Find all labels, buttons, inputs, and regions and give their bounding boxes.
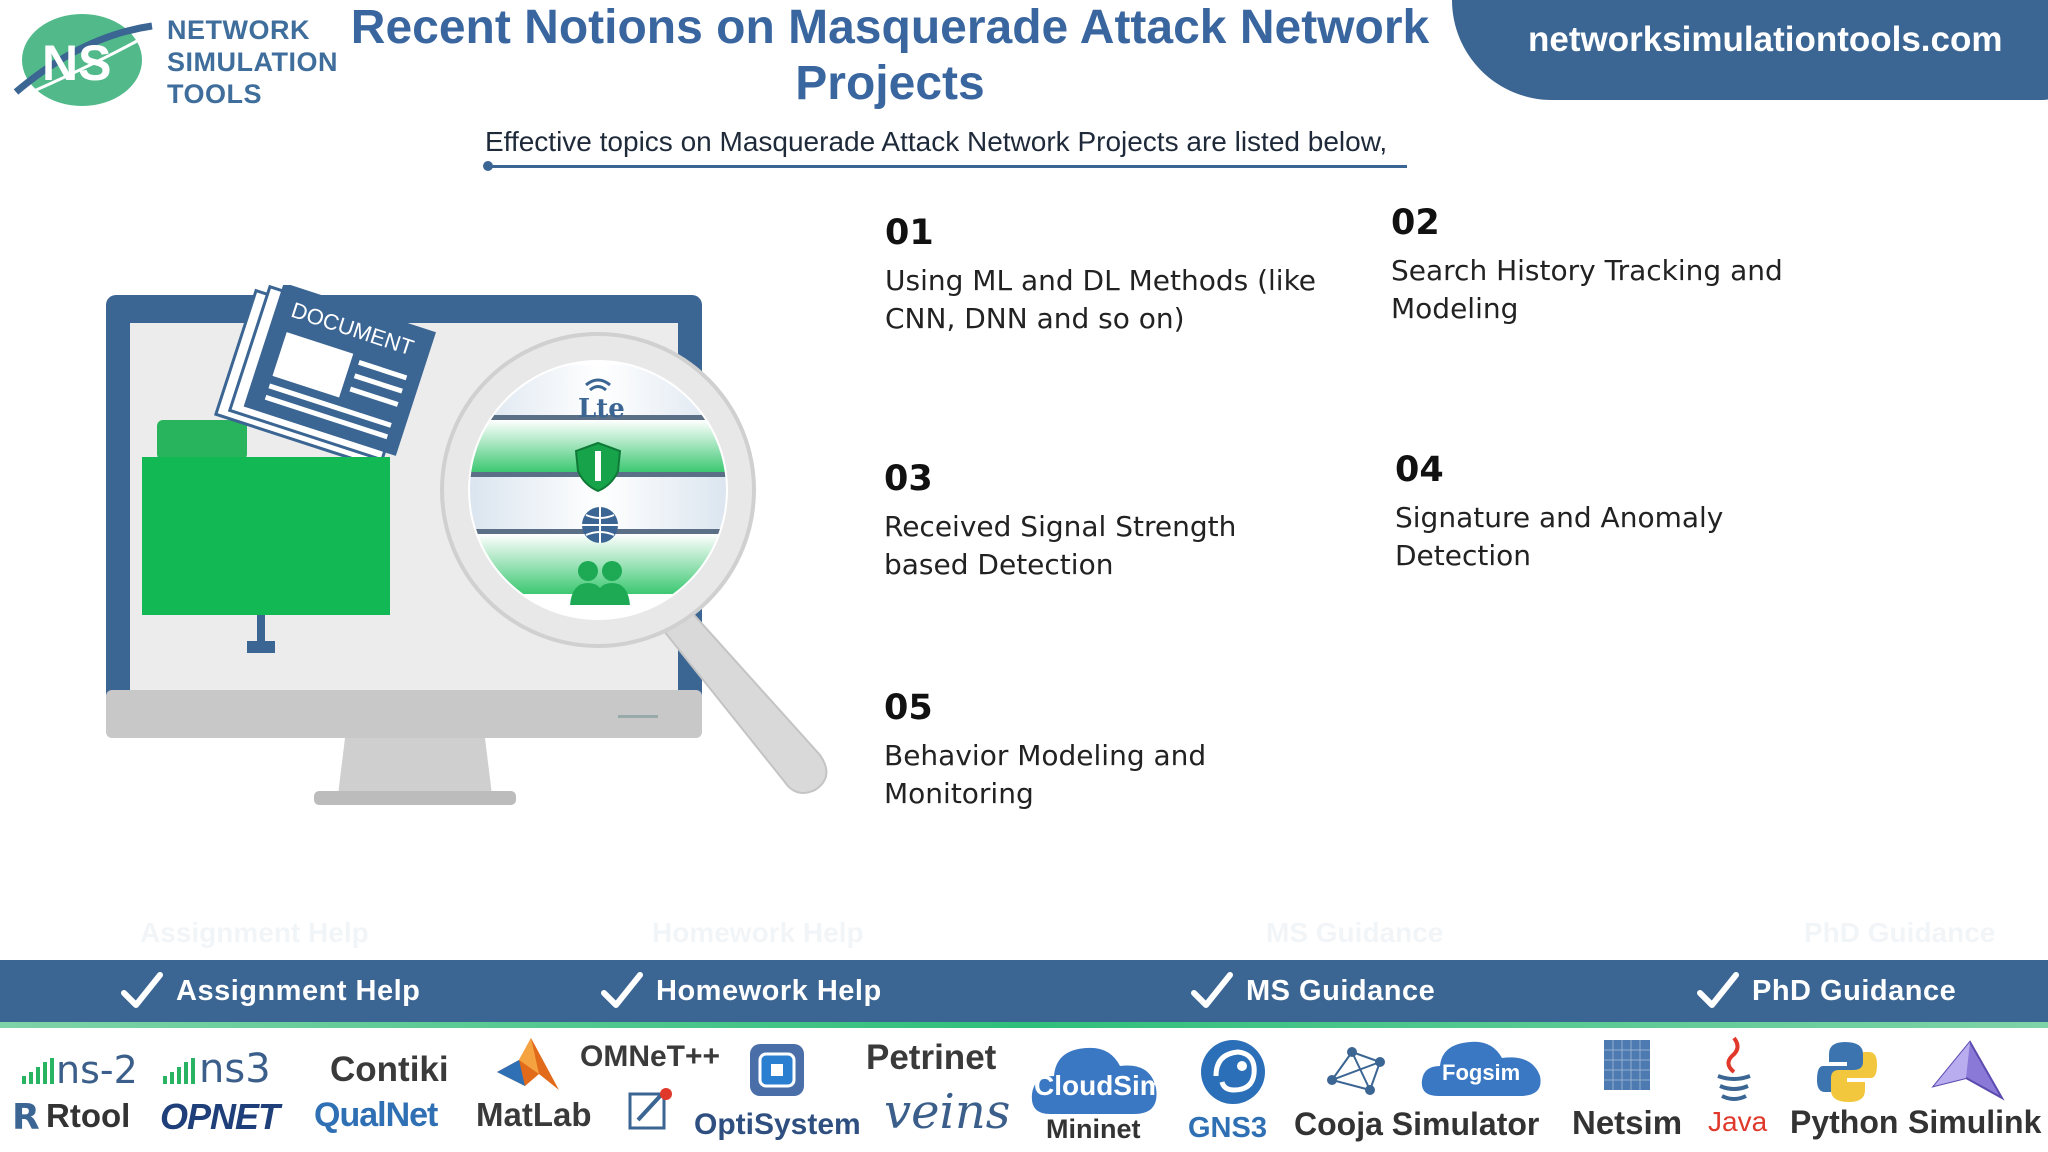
topic-number: 02: [1391, 203, 1440, 243]
topic-text: Using ML and DL Methods (like CNN, DNN a…: [885, 264, 1317, 335]
tool-qualnet[interactable]: QualNet: [314, 1096, 438, 1134]
lte-icon: Lte: [578, 378, 625, 424]
checkmark-icon: [1191, 972, 1233, 1008]
netsim-grid-icon: [1604, 1040, 1650, 1090]
service-phd-guidance[interactable]: PhD Guidance: [1696, 970, 1956, 1012]
topic-item: 03 Received Signal Strength based Detect…: [884, 458, 1314, 584]
monitor-stand: [338, 738, 492, 795]
java-cup-icon: [1717, 1036, 1751, 1101]
tool-label: Rtool: [46, 1097, 131, 1134]
checkmark-icon: [121, 972, 163, 1008]
tool-optisystem[interactable]: OptiSystem: [694, 1108, 861, 1141]
simulink-logo-icon: [1931, 1040, 2005, 1101]
tool-fogsim[interactable]: Fogsim: [1420, 1036, 1544, 1100]
folder-tab: [157, 420, 247, 460]
monitor-chin: [106, 690, 702, 738]
tool-python[interactable]: Python: [1790, 1104, 1899, 1140]
topic-number: 05: [884, 688, 933, 728]
lte-label: Lte: [578, 394, 625, 424]
tool-veins[interactable]: veins: [884, 1084, 1011, 1140]
gns3-chameleon-icon: [1201, 1040, 1265, 1104]
service-assignment-help[interactable]: Assignment Help: [120, 970, 420, 1012]
topic-item: 05 Behavior Modeling and Monitoring: [884, 687, 1314, 813]
topic-number: 04: [1395, 450, 1444, 490]
checkmark-icon: [601, 972, 643, 1008]
topic-text: Behavior Modeling and Monitoring: [884, 739, 1207, 810]
tool-cloudsim[interactable]: CloudSim: [1030, 1036, 1165, 1120]
tool-java[interactable]: Java: [1708, 1106, 1768, 1137]
topic-text: Received Signal Strength based Detection: [884, 510, 1237, 581]
tool-matlab[interactable]: MatLab: [476, 1096, 592, 1133]
python-logo-icon: [1817, 1042, 1877, 1102]
tool-netsim[interactable]: Netsim: [1572, 1104, 1683, 1141]
reflection-label: Assignment Help: [140, 917, 369, 948]
service-homework-help[interactable]: Homework Help: [600, 970, 882, 1012]
topic-item: 04 Signature and Anomaly Detection: [1395, 449, 1825, 575]
logo-line: TOOLS: [167, 79, 263, 109]
tool-mininet[interactable]: Mininet: [1046, 1114, 1141, 1144]
tool-contiki[interactable]: Contiki: [330, 1050, 449, 1089]
document-stack: DOCUMENT: [213, 285, 436, 466]
service-label: Assignment Help: [176, 974, 421, 1007]
tool-opnet[interactable]: OPNET: [160, 1096, 280, 1137]
matlab-logo-icon: [497, 1038, 559, 1090]
checkmark-icon: [1697, 972, 1739, 1008]
topic-item: 01 Using ML and DL Methods (like CNN, DN…: [885, 212, 1375, 338]
tool-gns3[interactable]: GNS3: [1188, 1112, 1267, 1144]
magnifier-handle: [654, 595, 828, 794]
users-icon: [570, 561, 630, 605]
service-bar-reflection: Assignment Help Homework Help MS Guidanc…: [0, 915, 2048, 960]
cooja-network-icon: [1327, 1047, 1385, 1095]
tool-petrinet[interactable]: Petrinet: [866, 1038, 997, 1077]
tool-simulink[interactable]: Simulink: [1908, 1104, 2042, 1140]
logo-line: SIMULATION: [167, 47, 338, 77]
r-logo-icon: R: [12, 1097, 40, 1138]
tool-cooja[interactable]: Cooja Simulator: [1294, 1106, 1540, 1142]
signal-bars-icon: [163, 1058, 195, 1084]
topic-number: 01: [885, 213, 934, 253]
tool-omnet[interactable]: OMNeT++: [580, 1040, 721, 1073]
brand-logo[interactable]: NS NETWORK SIMULATION TOOLS: [10, 4, 337, 114]
topic-text: Search History Tracking and Modeling: [1391, 254, 1783, 325]
signal-bars-icon: [22, 1058, 54, 1084]
tool-label: ns3: [199, 1046, 271, 1092]
edit-square-icon: [628, 1088, 672, 1130]
page-title: Recent Notions on Masquerade Attack Netw…: [350, 1, 1430, 110]
reflection-label: MS Guidance: [1266, 917, 1444, 948]
service-label: PhD Guidance: [1752, 974, 1957, 1007]
reflection-label: Homework Help: [652, 917, 864, 948]
logo-wordmark: NETWORK SIMULATION TOOLS: [167, 14, 338, 110]
service-label: MS Guidance: [1246, 974, 1436, 1007]
service-ms-guidance[interactable]: MS Guidance: [1190, 970, 1435, 1012]
ns-logo-icon: NS: [13, 14, 153, 106]
page-subtitle: Effective topics on Masquerade Attack Ne…: [485, 126, 1388, 157]
logo-initials: NS: [42, 35, 111, 91]
cloud-icon: [1421, 1041, 1541, 1096]
topic-text: Signature and Anomaly Detection: [1395, 501, 1724, 572]
tool-label: Fogsim: [1442, 1060, 1521, 1085]
cloud-icon: [1031, 1047, 1157, 1114]
logo-line: NETWORK: [167, 15, 310, 45]
services-bar: Assignment Help Homework Help MS Guidanc…: [0, 960, 2048, 1028]
monitor-magnifier-illustration: DOCUMENT Lte: [106, 285, 828, 805]
website-url[interactable]: networksimulationtools.com: [1528, 20, 2003, 59]
optisystem-logo-icon: [750, 1044, 804, 1096]
subtitle-underline: [487, 165, 1407, 168]
folder-body: [142, 457, 390, 615]
tool-label: ns-2: [56, 1048, 138, 1092]
service-label: Homework Help: [656, 974, 882, 1007]
tool-label: CloudSim: [1034, 1070, 1165, 1101]
reflection-label: PhD Guidance: [1804, 917, 1996, 948]
website-link-tab[interactable]: networksimulationtools.com: [1452, 0, 2048, 100]
topic-item: 02 Search History Tracking and Modeling: [1391, 202, 1821, 328]
topic-number: 03: [884, 459, 933, 499]
subtitle-underline-dot: [483, 161, 493, 171]
